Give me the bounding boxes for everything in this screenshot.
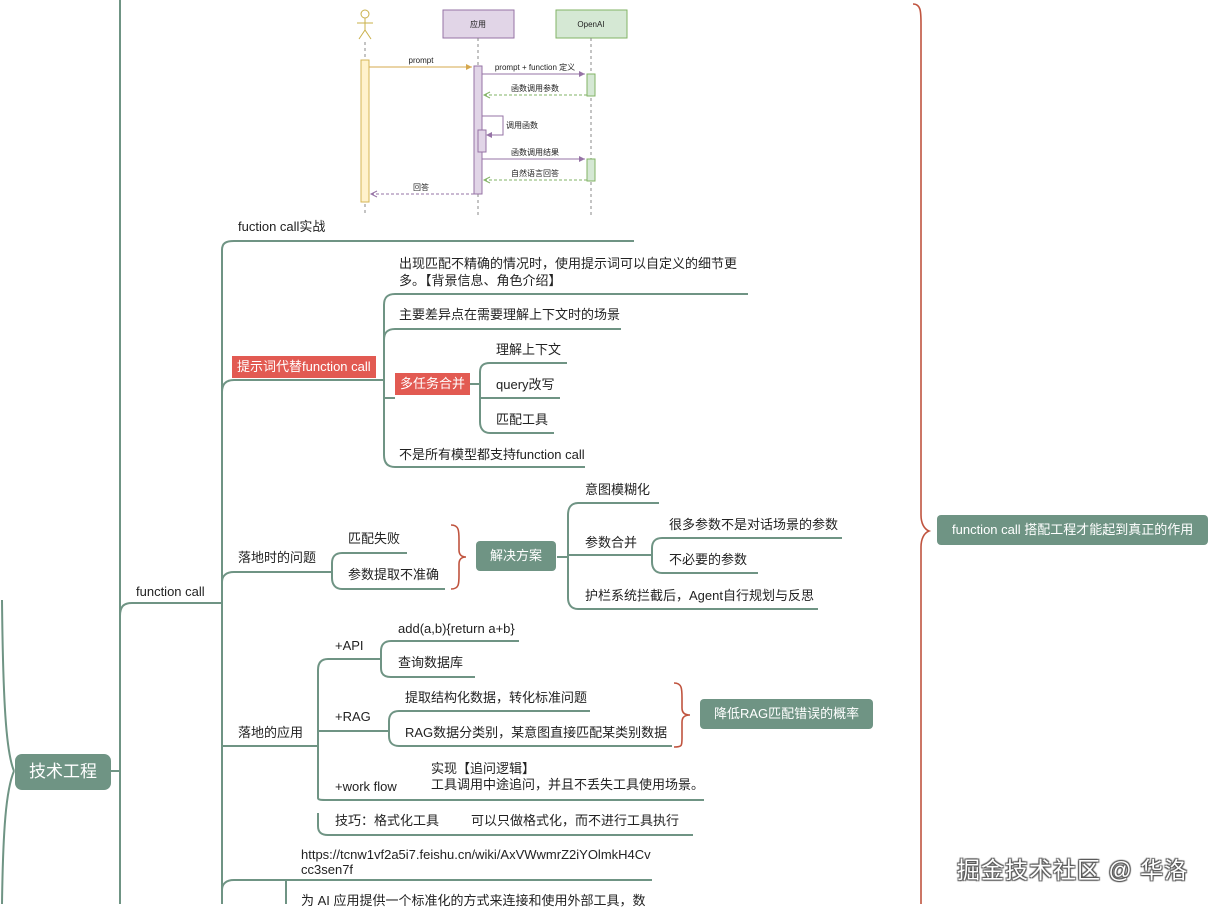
- merge-item-context[interactable]: 理解上下文: [496, 342, 562, 357]
- rag-extract-structured[interactable]: 提取结构化数据，转化标准问题: [405, 690, 588, 705]
- summary-node[interactable]: function call 搭配工程才能起到真正的作用: [937, 515, 1209, 545]
- call-result-message: 函数调用结果: [511, 147, 559, 157]
- user-activation: [360, 59, 370, 203]
- issue-param-extract[interactable]: 参数提取不准确: [348, 567, 440, 582]
- openai-activation-2: [586, 158, 596, 182]
- root-node[interactable]: 技术工程: [15, 754, 111, 790]
- app-self-activation: [477, 129, 487, 153]
- solution-param-merge[interactable]: 参数合并: [585, 535, 638, 550]
- multi-task-merge-node[interactable]: 多任务合并: [395, 373, 471, 395]
- landing-apps-node[interactable]: 落地的应用: [238, 725, 304, 740]
- tip-format-detail[interactable]: 可以只做格式化，而不进行工具执行: [471, 813, 680, 828]
- solution-guardrail[interactable]: 护栏系统拦截后，Agent自行规划与反思: [585, 588, 814, 603]
- workflow-node[interactable]: +work flow: [335, 779, 397, 794]
- merge-item-match-tool[interactable]: 匹配工具: [496, 412, 549, 427]
- solution-intent-blur[interactable]: 意图模糊化: [585, 482, 651, 497]
- practice-node[interactable]: fuction call实战: [238, 219, 326, 234]
- feishu-link-line2[interactable]: cc3sen7f: [301, 862, 354, 877]
- user-actor-icon: [357, 9, 373, 40]
- feishu-link[interactable]: https://tcnw1vf2a5i7.feishu.cn/wiki/AxVW…: [301, 847, 651, 877]
- context-diff-node[interactable]: 主要差异点在需要理解上下文时的场景: [399, 307, 621, 322]
- openai-activation-1: [586, 73, 596, 97]
- landing-issues-node[interactable]: 落地时的问题: [238, 550, 317, 565]
- prompt-function-message: prompt + function 定义: [495, 62, 575, 72]
- api-add-function[interactable]: add(a,b){return a+b}: [398, 621, 515, 636]
- self-call-arrow: [482, 115, 504, 136]
- issue-match-fail[interactable]: 匹配失败: [348, 531, 401, 546]
- app-actor-box: [442, 9, 515, 39]
- rag-node[interactable]: +RAG: [335, 709, 371, 724]
- mcp-description[interactable]: 为 AI 应用提供一个标准化的方式来连接和使用外部工具，数: [301, 893, 646, 908]
- workflow-follow-up-logic[interactable]: 实现【追问逻辑】: [431, 761, 536, 776]
- model-support-node[interactable]: 不是所有模型都支持function call: [399, 447, 585, 462]
- nl-answer-message: 自然语言回答: [511, 168, 559, 178]
- workflow-follow-up-detail[interactable]: 工具调用中途追问，并且不丢失工具使用场景。: [431, 777, 705, 792]
- watermark-text: 掘金技术社区 @ 华洛: [957, 857, 1189, 883]
- app-actor-label: 应用: [470, 19, 486, 29]
- call-params-message: 函数调用参数: [511, 83, 559, 93]
- issues-brace: [450, 524, 467, 590]
- merge-item-query-rewrite[interactable]: query改写: [496, 377, 555, 392]
- openai-actor-label: OpenAI: [577, 20, 604, 29]
- reply-message: 回答: [413, 182, 429, 192]
- rag-data-classify[interactable]: RAG数据分类别，某意图直接匹配某类别数据: [405, 725, 668, 740]
- tip-format-tool[interactable]: 技巧：格式化工具: [335, 813, 440, 828]
- param-merge-unnecessary[interactable]: 不必要的参数: [669, 552, 748, 567]
- prompt-replace-node[interactable]: 提示词代替function call: [232, 356, 376, 378]
- api-query-db[interactable]: 查询数据库: [398, 655, 464, 670]
- openai-actor-box: [555, 9, 628, 39]
- api-node[interactable]: +API: [335, 638, 364, 653]
- sequence-diagram: 应用 OpenAI prompt prompt + function 定义 函数…: [357, 9, 628, 215]
- function-call-node[interactable]: function call: [136, 584, 205, 599]
- param-merge-not-dialog[interactable]: 很多参数不是对话场景的参数: [669, 517, 839, 532]
- prompt-message: prompt: [409, 56, 435, 65]
- summary-brace: [912, 3, 932, 904]
- rag-brace: [673, 682, 691, 748]
- feishu-link-line1[interactable]: https://tcnw1vf2a5i7.feishu.cn/wiki/AxVW…: [301, 847, 651, 862]
- call-function-message: 调用函数: [506, 120, 538, 130]
- prompt-detail-node[interactable]: 出现匹配不精确的情况时，使用提示词可以自定义的细节更多。【背景信息、角色介绍】: [399, 256, 738, 288]
- rag-summary-node[interactable]: 降低RAG匹配错误的概率: [700, 699, 874, 729]
- solution-node[interactable]: 解决方案: [476, 541, 557, 571]
